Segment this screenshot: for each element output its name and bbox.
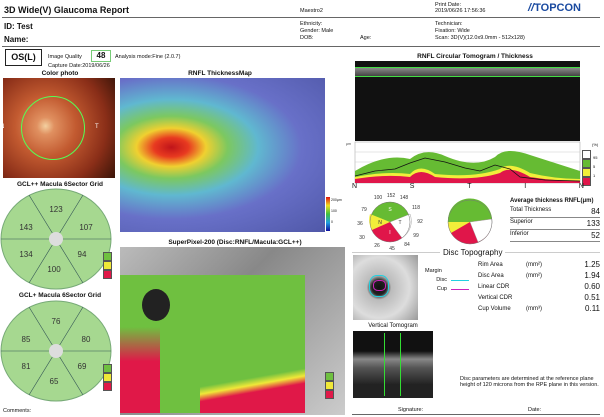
eye-badge: OS(L) xyxy=(5,49,42,66)
svg-text:118: 118 xyxy=(412,205,420,211)
age: Age: xyxy=(360,35,372,41)
gcl-pp-legend xyxy=(103,252,112,279)
disc-topography-title: Disc Topography xyxy=(440,248,506,257)
svg-text:84: 84 xyxy=(404,242,410,248)
report-title: 3D Wide(V) Glaucoma Report xyxy=(4,5,129,15)
svg-text:N: N xyxy=(378,220,382,226)
gcl-p-superior: 76 xyxy=(52,317,61,326)
gcl-pp-grid: 123 143 107 134 94 100 xyxy=(0,188,112,290)
gcl-p-superonasal: 80 xyxy=(82,335,91,344)
tsnit-thickness-graph: μm xyxy=(346,141,581,184)
patient-name: Name: xyxy=(4,35,29,44)
image-quality-label: Image Quality xyxy=(48,54,82,60)
gcl-pp-title: GCL++ Macula 6Sector Grid xyxy=(17,181,103,188)
gcl-pp-inferior: 100 xyxy=(47,265,61,274)
vertical-tomogram-title: Vertical Tomogram xyxy=(368,323,418,329)
table-row: Rim Area(mm²)1.25 xyxy=(478,260,600,269)
thickness-colorbar xyxy=(326,197,330,231)
superpixel-legend xyxy=(325,372,334,399)
superpixel-title: SuperPixel-200 (Disc:RNFL/Macula:GCL++) xyxy=(168,239,302,246)
gcl-pp-superonasal: 107 xyxy=(79,223,93,232)
circular-title: RNFL Circular Tomogram / Thickness xyxy=(417,53,533,60)
svg-text:100: 100 xyxy=(374,195,383,201)
patient-id: ID: Test xyxy=(4,22,33,31)
disc-margin-legend: Margin Disc Cup xyxy=(425,267,469,294)
gcl-pp-superior: 123 xyxy=(49,205,63,214)
svg-text:92: 92 xyxy=(417,219,423,225)
comments-label: Comments: xyxy=(3,408,32,414)
gcl-pp-superotemporal: 143 xyxy=(19,223,33,232)
topcon-logo: //TOPCON xyxy=(528,2,581,14)
svg-text:30: 30 xyxy=(359,235,365,241)
gcl-p-inferior: 65 xyxy=(50,377,59,386)
sector-pie-chart xyxy=(447,198,493,245)
disc-parameters-note: Disc parameters are determined at the re… xyxy=(460,376,599,388)
rnfl-thickness-map xyxy=(120,78,325,232)
gcl-p-legend xyxy=(103,364,112,391)
capture-date: Capture Date:2019/06/26 xyxy=(48,63,110,69)
svg-text:99: 99 xyxy=(413,233,419,239)
disc-photo xyxy=(353,255,418,320)
vertical-tomogram xyxy=(353,331,433,398)
nasal-label: N xyxy=(0,124,5,130)
gcl-p-title: GCL+ Macula 6Sector Grid xyxy=(18,292,102,299)
print-date: Print Date:2019/06/26 17:56:36 xyxy=(435,2,486,14)
image-quality-value: 48 xyxy=(91,50,111,62)
svg-text:152: 152 xyxy=(387,193,396,199)
svg-text:S: S xyxy=(388,207,392,213)
date-label: Date: xyxy=(528,407,542,413)
thickness-map-title: RNFL ThicknessMap xyxy=(188,70,252,77)
svg-text:T: T xyxy=(398,220,401,226)
legend-unit: (%) xyxy=(592,142,599,147)
superpixel-map xyxy=(120,247,345,415)
axis-unit: μm xyxy=(346,142,351,146)
color-fundus-photo: N T xyxy=(0,78,115,178)
analysis-mode: Analysis mode:Fine (2.0.7) xyxy=(115,54,181,60)
color-photo-title: Color photo xyxy=(41,70,79,77)
gcl-p-superotemporal: 85 xyxy=(22,335,31,344)
gcl-p-inferonasal: 69 xyxy=(78,362,87,371)
gcl-p-inferotemporal: 81 xyxy=(22,362,31,371)
device: Maestro2 xyxy=(300,8,323,14)
temporal-label: T xyxy=(95,124,99,130)
gcl-pp-inferotemporal: 134 xyxy=(19,250,33,259)
table-row: Disc Area(mm²)1.94 xyxy=(478,271,600,280)
svg-text:148: 148 xyxy=(400,195,409,201)
svg-text:79: 79 xyxy=(361,207,367,213)
gcl-pp-inferonasal: 94 xyxy=(78,250,87,259)
table-row: Cup Volume(mm³)0.11 xyxy=(478,304,600,313)
svg-text:26: 26 xyxy=(374,243,380,249)
svg-text:I: I xyxy=(389,230,390,236)
signature-label: Signature: xyxy=(398,407,424,413)
circular-tomogram xyxy=(355,61,580,141)
svg-text:45: 45 xyxy=(389,246,395,252)
gcl-p-grid: 76 85 80 81 69 65 xyxy=(0,300,112,402)
disc-parameters: Rim Area(mm²)1.25 Disc Area(mm²)1.94 Lin… xyxy=(478,259,600,314)
average-thickness-table: Average thickness RNFL(μm) Total Thickne… xyxy=(510,198,600,242)
svg-text:36: 36 xyxy=(357,221,363,227)
